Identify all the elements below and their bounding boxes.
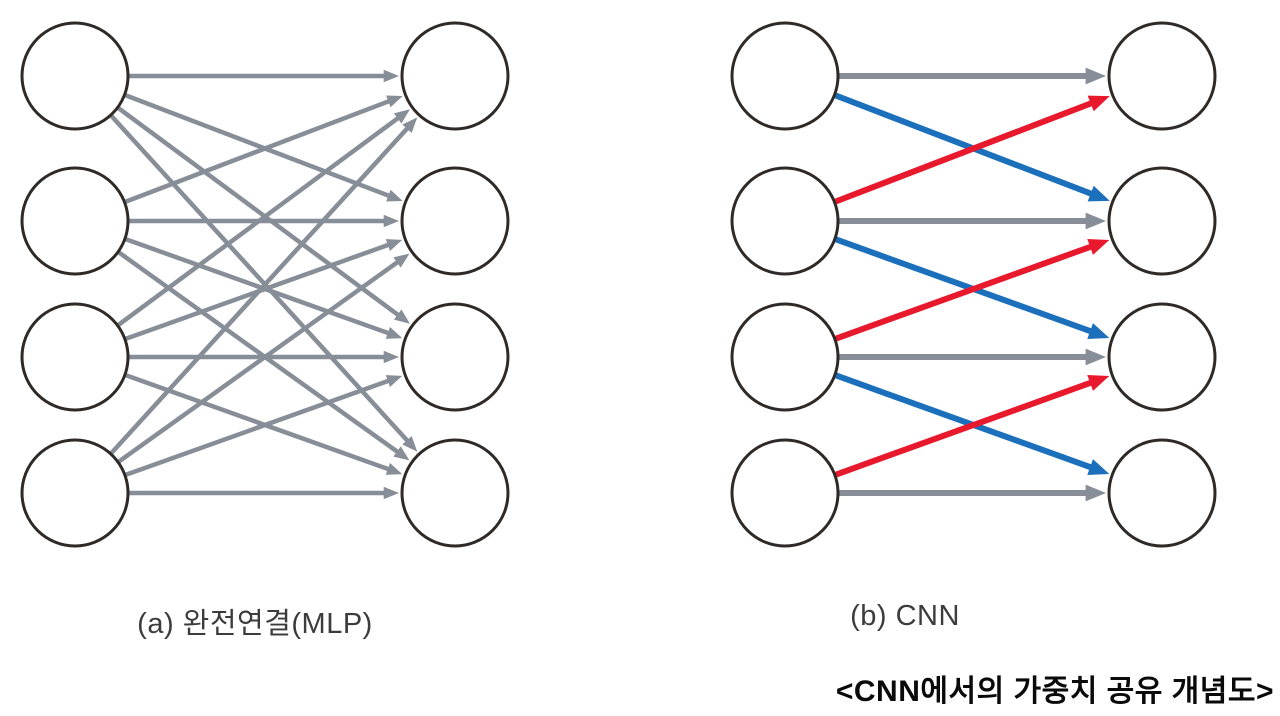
connection-gray-arrow [117, 106, 401, 318]
arrowhead [1085, 348, 1106, 366]
figure-title: <CNN에서의 가중치 공유 개념도> [835, 675, 1274, 708]
arrowhead [1087, 459, 1110, 475]
connection-gray-arrow [109, 126, 410, 455]
connection-gray-arrow [125, 237, 391, 336]
connection-gray-arrow [125, 373, 391, 472]
arrowhead [385, 375, 403, 387]
input-neuron-node [20, 21, 130, 131]
arrowhead [385, 327, 403, 339]
connection-blue-arrow [834, 236, 1093, 335]
arrowhead [383, 486, 399, 500]
output-neuron-node [1107, 302, 1217, 412]
arrowhead [1087, 375, 1110, 391]
panel-b-caption: (b) CNN [850, 600, 960, 632]
input-neuron-node [20, 438, 130, 548]
connection-gray-arrow [117, 250, 400, 455]
output-neuron-node [400, 438, 510, 548]
arrowhead [383, 214, 399, 228]
connection-gray-arrow [117, 115, 401, 327]
input-neuron-node [20, 302, 130, 412]
arrowhead [402, 436, 418, 452]
panel-mlp [20, 21, 510, 548]
connection-gray-arrow [109, 114, 410, 443]
panel-a-caption: (a) 완전연결(MLP) [137, 608, 373, 640]
arrowhead [402, 117, 418, 133]
arrowhead [1085, 67, 1106, 85]
network-diagram [20, 21, 1217, 548]
arrowhead [1087, 185, 1110, 202]
input-neuron-node [730, 21, 840, 131]
output-neuron-node [1107, 166, 1217, 276]
arrowhead [1085, 484, 1106, 502]
connection-red-arrow [834, 379, 1093, 478]
arrowhead [386, 95, 403, 108]
output-neuron-node [400, 21, 510, 131]
connection-blue-arrow [834, 92, 1094, 197]
arrowhead [385, 239, 403, 251]
arrowhead [393, 309, 410, 324]
arrowhead [393, 253, 410, 268]
connection-blue-arrow [834, 372, 1093, 471]
connection-gray-arrow [117, 259, 400, 464]
arrowhead [393, 446, 410, 461]
arrowhead [383, 69, 399, 83]
connection-gray-arrow [124, 98, 391, 204]
panel-cnn [730, 21, 1217, 548]
connection-red-arrow [834, 243, 1093, 342]
arrowhead [1087, 239, 1110, 255]
input-neuron-node [20, 166, 130, 276]
input-neuron-node [730, 302, 840, 412]
output-neuron-node [400, 166, 510, 276]
output-neuron-node [1107, 21, 1217, 131]
arrowhead [386, 189, 403, 202]
connection-gray-arrow [124, 93, 391, 199]
connection-red-arrow [834, 100, 1094, 205]
connection-gray-arrow [125, 378, 391, 477]
arrowhead [1087, 95, 1110, 112]
arrowhead [383, 350, 399, 364]
input-neuron-node [730, 166, 840, 276]
arrowhead [393, 109, 410, 124]
output-neuron-node [1107, 438, 1217, 548]
arrowhead [385, 463, 403, 475]
input-neuron-node [730, 438, 840, 548]
output-neuron-node [400, 302, 510, 412]
arrowhead [1085, 212, 1106, 230]
arrowhead [1087, 323, 1110, 339]
